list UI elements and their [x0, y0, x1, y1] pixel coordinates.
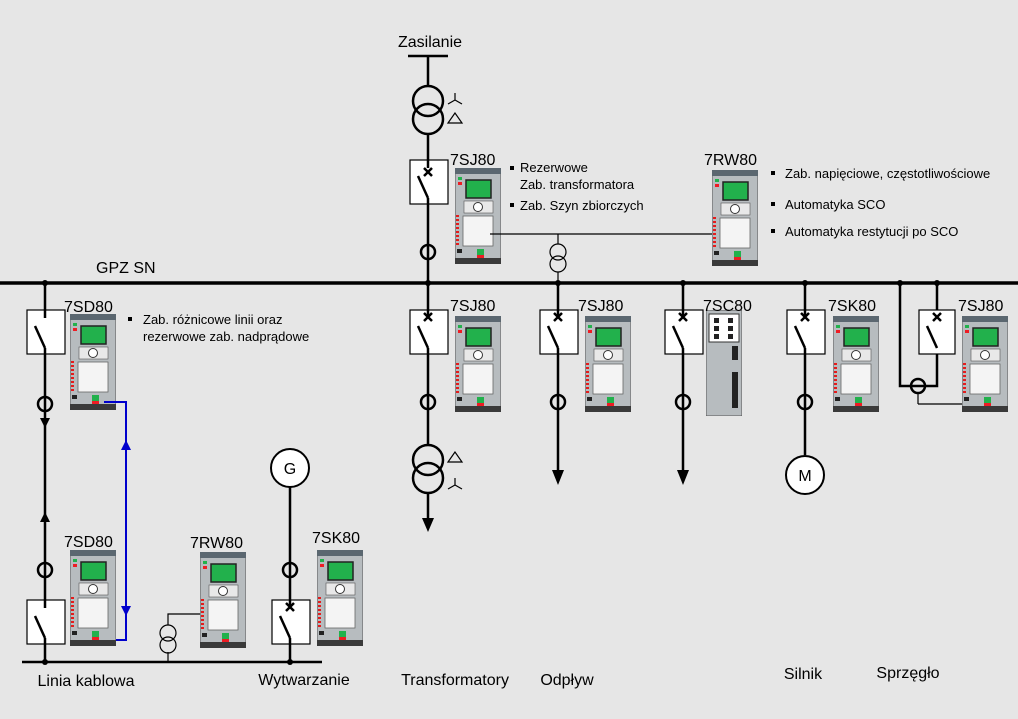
- device-label-sc: 7SC80: [703, 298, 752, 315]
- voltage-transformer-gen-2: [159, 636, 177, 654]
- relay-7rw80-gen[interactable]: [200, 552, 246, 648]
- voltage-transformer-top-1: [549, 243, 567, 261]
- relay-7sk80-motor[interactable]: [833, 316, 879, 412]
- arrow-sc: [677, 470, 689, 485]
- arrow-outgoing: [552, 470, 564, 485]
- current-transformer-sd-upper: [36, 395, 54, 413]
- circuit-breaker-sd-lower[interactable]: [26, 599, 66, 645]
- circuit-breaker-gen[interactable]: [271, 599, 311, 645]
- label-motor: Silnik: [784, 666, 823, 683]
- arrow-up-line: [40, 512, 50, 522]
- device-label-sd-lower: 7SD80: [64, 534, 113, 551]
- svg-text:Zab. Szyn zbiorczych: Zab. Szyn zbiorczych: [520, 198, 644, 213]
- circuit-breaker-coupler[interactable]: [918, 309, 956, 355]
- device-label-rw-gen: 7RW80: [190, 535, 243, 552]
- motor-letter: M: [798, 468, 811, 485]
- wye-symbol: [447, 93, 463, 105]
- relay-7sd80-lower[interactable]: [70, 550, 116, 646]
- svg-text:Automatyka restytucji po SCO: Automatyka restytucji po SCO: [785, 224, 958, 239]
- device-label-sk-gen: 7SK80: [312, 530, 360, 547]
- label-transformers: Transformatory: [401, 672, 509, 689]
- label-outgoing: Odpływ: [540, 672, 594, 689]
- relay-7sj80-coupler[interactable]: [962, 316, 1008, 412]
- voltage-transformer-top-2: [549, 255, 567, 273]
- current-transformer-sd-lower: [36, 561, 54, 579]
- relay-7sd80-upper[interactable]: [70, 314, 116, 410]
- circuit-breaker-outgoing[interactable]: [539, 309, 579, 355]
- current-transformer-transformer: [419, 393, 437, 411]
- bus-node-left: [42, 280, 48, 286]
- circuit-breaker-sc[interactable]: [664, 309, 704, 355]
- label-coupler: Sprzęgło: [876, 665, 939, 682]
- generator-letter: G: [284, 461, 296, 478]
- device-label-sj-outgoing: 7SJ80: [578, 298, 623, 315]
- circuit-breaker-motor[interactable]: [786, 309, 826, 355]
- motor-symbol: [785, 455, 825, 495]
- relay-7sc80[interactable]: [706, 310, 742, 416]
- relay-7rw80-top[interactable]: [712, 170, 758, 266]
- arrow-transformer-out: [422, 518, 434, 532]
- svg-text:Zab. transformatora: Zab. transformatora: [520, 177, 635, 192]
- relay-7sj80-transformer[interactable]: [455, 316, 501, 412]
- device-label-sj-coupler: 7SJ80: [958, 298, 1003, 315]
- label-generation: Wytwarzanie: [258, 672, 350, 689]
- notes-sj-top: Rezerwowe Zab. transformatora Zab. Szyn …: [510, 160, 644, 213]
- current-transformer-sc: [674, 393, 692, 411]
- svg-text:rezerwowe zab. nadprądowe: rezerwowe zab. nadprądowe: [143, 329, 309, 344]
- svg-text:Zab. różnicowe linii oraz: Zab. różnicowe linii oraz: [143, 312, 282, 327]
- circuit-breaker-top[interactable]: [409, 159, 449, 205]
- relay-7sj80-top[interactable]: [455, 168, 501, 264]
- svg-text:Zab. napięciowe, częstotliwośc: Zab. napięciowe, częstotliwościowe: [785, 166, 990, 181]
- delta-symbol: [446, 111, 464, 124]
- circuit-breaker-transformer[interactable]: [409, 309, 449, 355]
- relay-7sj80-outgoing[interactable]: [585, 316, 631, 412]
- supply-transformer-winding-1: [411, 84, 445, 118]
- transformer-winding-1: [411, 443, 445, 477]
- circuit-breaker-sd-upper[interactable]: [26, 309, 66, 355]
- label-supply: Zasilanie: [398, 34, 462, 51]
- device-label-sj-transformer: 7SJ80: [450, 298, 495, 315]
- device-label-sd-upper: 7SD80: [64, 299, 113, 316]
- current-transformer-outgoing: [549, 393, 567, 411]
- current-transformer-motor: [796, 393, 814, 411]
- arrow-down-line: [40, 418, 50, 428]
- svg-text:Automatyka SCO: Automatyka SCO: [785, 197, 885, 212]
- notes-sd: Zab. różnicowe linii oraz rezerwowe zab.…: [128, 312, 309, 344]
- current-transformer-top: [419, 243, 437, 261]
- label-cable-line: Linia kablowa: [38, 673, 135, 690]
- current-transformer-gen: [281, 561, 299, 579]
- device-label-top-rw: 7RW80: [704, 152, 757, 169]
- svg-text:Rezerwowe: Rezerwowe: [520, 160, 588, 175]
- label-busbar: GPZ SN: [96, 260, 156, 277]
- device-label-top-sj: 7SJ80: [450, 152, 495, 169]
- relay-7sk80-gen[interactable]: [317, 550, 363, 646]
- transformer-winding-2: [411, 461, 445, 495]
- notes-rw-top: Zab. napięciowe, częstotliwościowe Autom…: [771, 166, 990, 239]
- device-label-sk-motor: 7SK80: [828, 298, 876, 315]
- supply-transformer-winding-2: [411, 102, 445, 136]
